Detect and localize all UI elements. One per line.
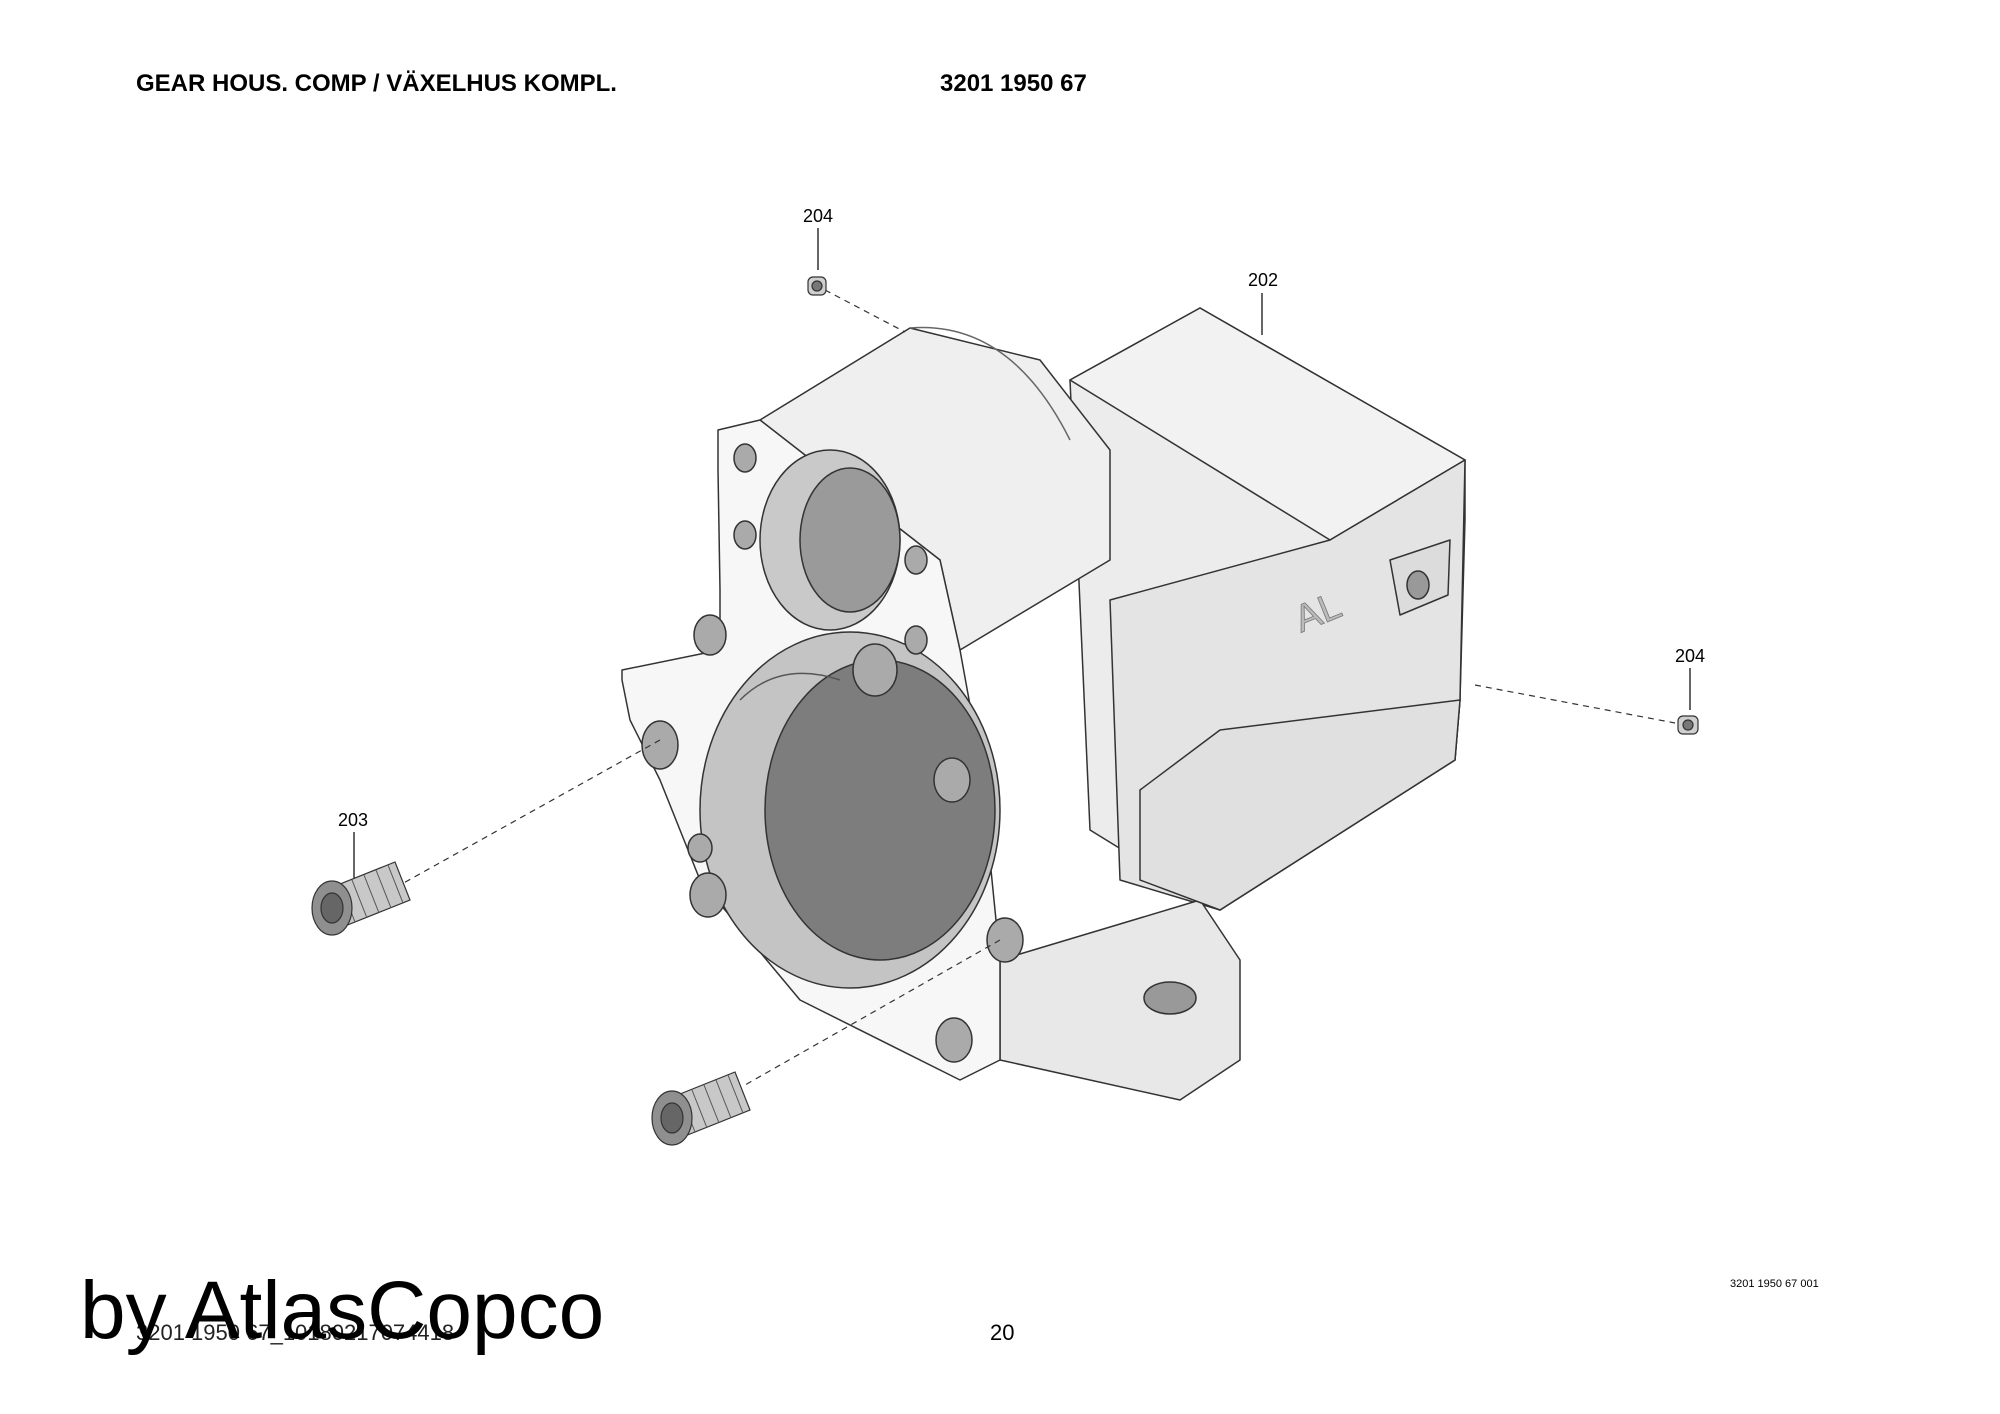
page-title: GEAR HOUS. COMP / VÄXELHUS KOMPL. xyxy=(136,70,617,97)
callout-204-top: 204 xyxy=(803,206,833,226)
flange-bolt-holes xyxy=(641,443,1024,1063)
threaded-plug-bottom xyxy=(651,1071,751,1146)
side-recess xyxy=(1139,699,1461,911)
page-number: 20 xyxy=(990,1320,1015,1345)
threaded-plug-left xyxy=(311,861,411,936)
document-code: 3201 1950 67_10180217074418 xyxy=(136,1320,455,1345)
part-number: 3201 1950 67 xyxy=(940,70,1087,97)
callout-203: 203 xyxy=(338,810,368,830)
foot-bolt-hole xyxy=(1143,981,1197,1015)
housing-foot xyxy=(999,899,1241,1101)
leader-lines xyxy=(353,228,1691,878)
set-screw-top xyxy=(807,276,827,296)
exploded-view-lines xyxy=(399,289,1676,1086)
watermark: by AtlasCopco xyxy=(80,1265,605,1356)
callout-202: 202 xyxy=(1248,270,1278,290)
drawing-code: 3201 1950 67 001 xyxy=(1730,1278,1819,1290)
bracket-hole xyxy=(1406,570,1430,600)
set-screw-right xyxy=(1677,715,1699,735)
callout-204-right: 204 xyxy=(1675,646,1705,666)
